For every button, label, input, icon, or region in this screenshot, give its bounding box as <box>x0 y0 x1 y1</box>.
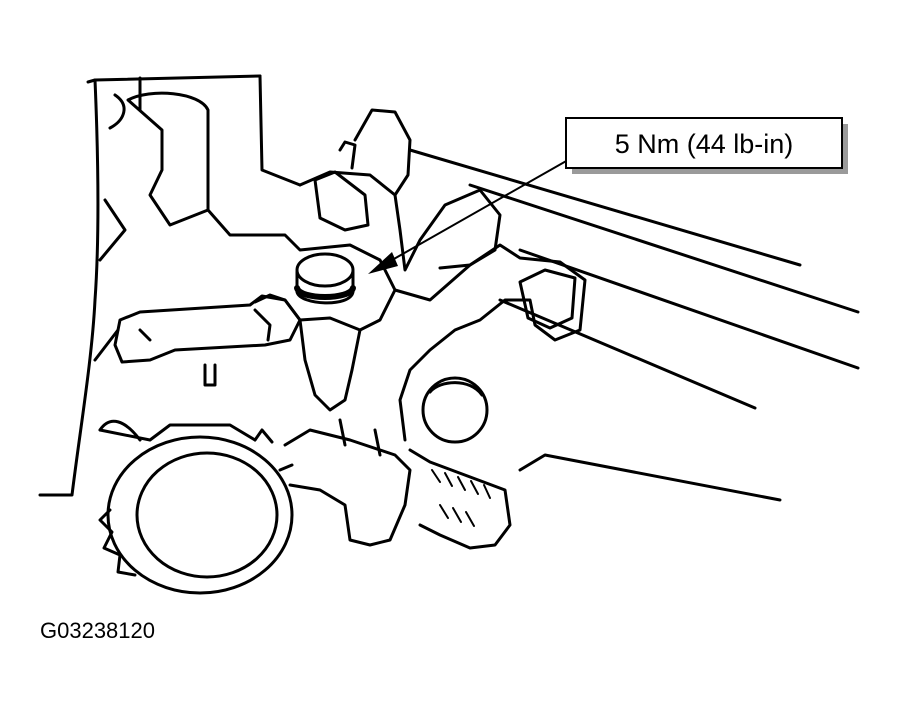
central-body <box>206 208 397 332</box>
callout-leader <box>377 159 569 269</box>
rail-second <box>468 183 860 314</box>
rail-top <box>408 148 802 267</box>
housing-edge <box>138 74 302 187</box>
callout-box <box>565 117 843 169</box>
ring-inner <box>135 451 279 579</box>
adjuster-threads <box>431 469 491 527</box>
housing-outline <box>38 78 100 497</box>
bolt-flange <box>294 285 356 300</box>
right-arm <box>393 243 587 442</box>
rail-fourth <box>498 298 757 410</box>
ring-teeth <box>98 428 294 577</box>
bolt-top <box>295 252 355 288</box>
round-boss <box>421 376 489 444</box>
torque-callout-label: 5 Nm (44 lb-in) <box>615 129 794 159</box>
threaded-adjuster <box>408 448 512 550</box>
lower-fork <box>298 318 362 412</box>
rail-bottom <box>518 453 782 502</box>
lever-pin <box>203 363 217 387</box>
lower-slider <box>283 428 412 547</box>
rail-third <box>518 248 860 370</box>
housing-ribs <box>93 93 142 442</box>
lever-arm <box>113 294 302 364</box>
lever-slot <box>138 308 272 342</box>
callout-arrowhead <box>368 252 398 274</box>
round-boss-rim <box>428 381 484 397</box>
housing-inner-wall <box>93 74 262 227</box>
slider-stem <box>338 418 382 457</box>
figure-id: G03238120 <box>40 618 155 643</box>
boss-block <box>313 170 370 232</box>
ring-outer <box>106 435 294 595</box>
ring-mount <box>98 423 257 442</box>
arm-tab <box>518 268 577 330</box>
fork-tine <box>338 108 412 197</box>
